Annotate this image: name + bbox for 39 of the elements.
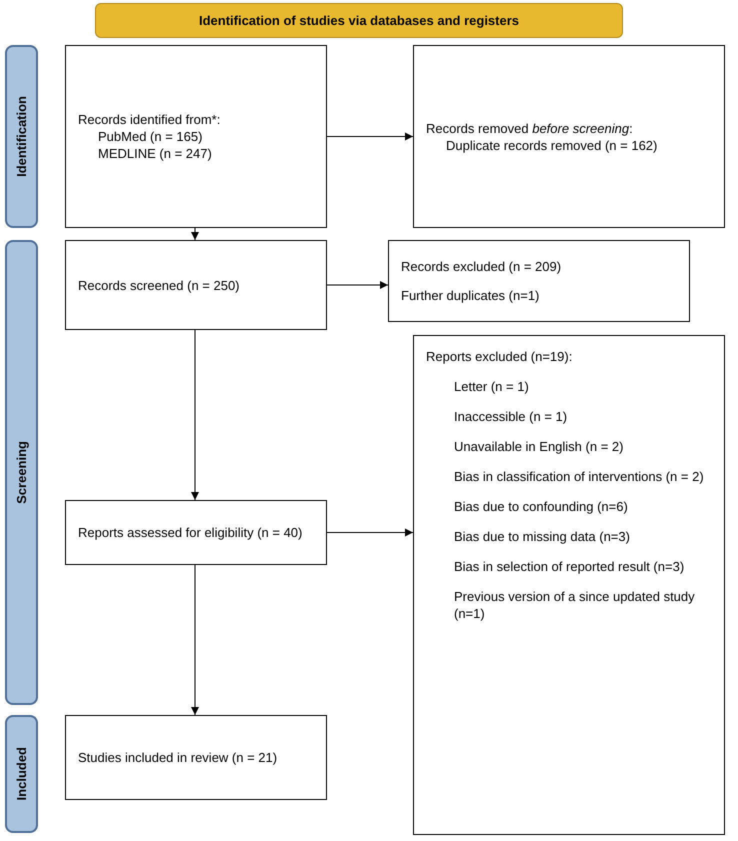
box-text: Previous version of a since updated study (n=1) (453, 588, 696, 622)
arrow (326, 281, 388, 289)
box-text: Records identified from*: (78, 111, 222, 128)
arrow (326, 528, 414, 536)
box-text: PubMed (n = 165) (97, 128, 204, 145)
process-box (413, 335, 725, 835)
arrow (326, 132, 414, 140)
box-text: Reports assessed for eligibility (n = 40) (78, 524, 304, 541)
box-text: Bias due to missing data (n=3) (453, 528, 631, 545)
phase-band (5, 45, 38, 228)
arrow (191, 564, 199, 716)
box-text: Further duplicates (n=1) (401, 287, 540, 304)
phase-band (5, 240, 38, 705)
section-header: Identification of studies via databases and registers (95, 3, 623, 38)
phase-label: Included (12, 747, 30, 801)
phase-label: Identification (12, 96, 30, 177)
box-text: Unavailable in English (n = 2) (453, 438, 624, 455)
box-text: Studies included in review (n = 21) (78, 749, 278, 766)
phase-label: Screening (12, 441, 30, 504)
box-text: Duplicate records removed (n = 162) (445, 136, 658, 154)
arrow (191, 228, 199, 240)
process-box (388, 240, 690, 322)
box-text: Bias due to confounding (n=6) (453, 498, 629, 515)
box-text: Records removed before screening: (426, 120, 634, 136)
box-text: Reports excluded (n=19): (426, 348, 574, 365)
box-text: Bias in selection of reported result (n=3) (453, 558, 686, 575)
box-text: Inaccessible (n = 1) (453, 408, 568, 425)
arrow (191, 330, 199, 500)
process-box (65, 240, 327, 330)
box-text: Records excluded (n = 209) (401, 258, 562, 275)
process-box (413, 45, 725, 228)
process-box (65, 45, 327, 228)
phase-band (5, 715, 38, 833)
box-text: MEDLINE (n = 247) (97, 145, 213, 162)
box-text: Letter (n = 1) (453, 378, 530, 395)
box-text: Bias in classification of interventions (n = 2) (453, 468, 705, 485)
process-box (65, 715, 327, 800)
process-box (65, 500, 327, 565)
box-text: Records screened (n = 250) (78, 276, 241, 294)
